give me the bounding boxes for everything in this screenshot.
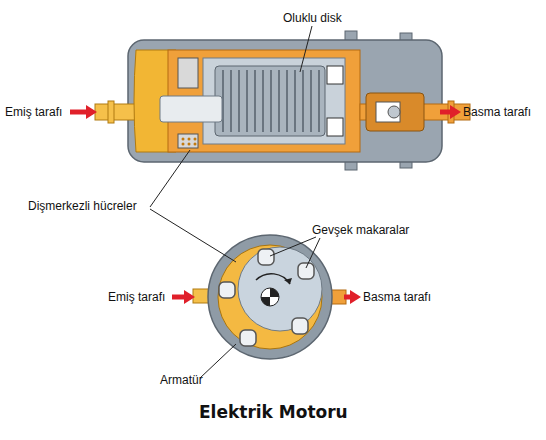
part-label: Oluklu disk [283, 10, 342, 26]
leader-lines [150, 26, 320, 378]
pump-side-view [95, 31, 470, 170]
flow-label: Emiş tarafı [108, 289, 165, 305]
part-label: Gevşek makaralar [312, 222, 409, 238]
flow-label: Emiş tarafı [5, 104, 62, 120]
flow-label: Basma tarafı [363, 289, 431, 305]
part-label: Dişmerkezli hücreler [28, 198, 137, 214]
flow-label: Basma tarafı [463, 104, 531, 120]
caption: Elektrik Motoru [199, 401, 348, 423]
part-label: Armatür [160, 372, 203, 388]
pump-cross-section [193, 235, 346, 359]
